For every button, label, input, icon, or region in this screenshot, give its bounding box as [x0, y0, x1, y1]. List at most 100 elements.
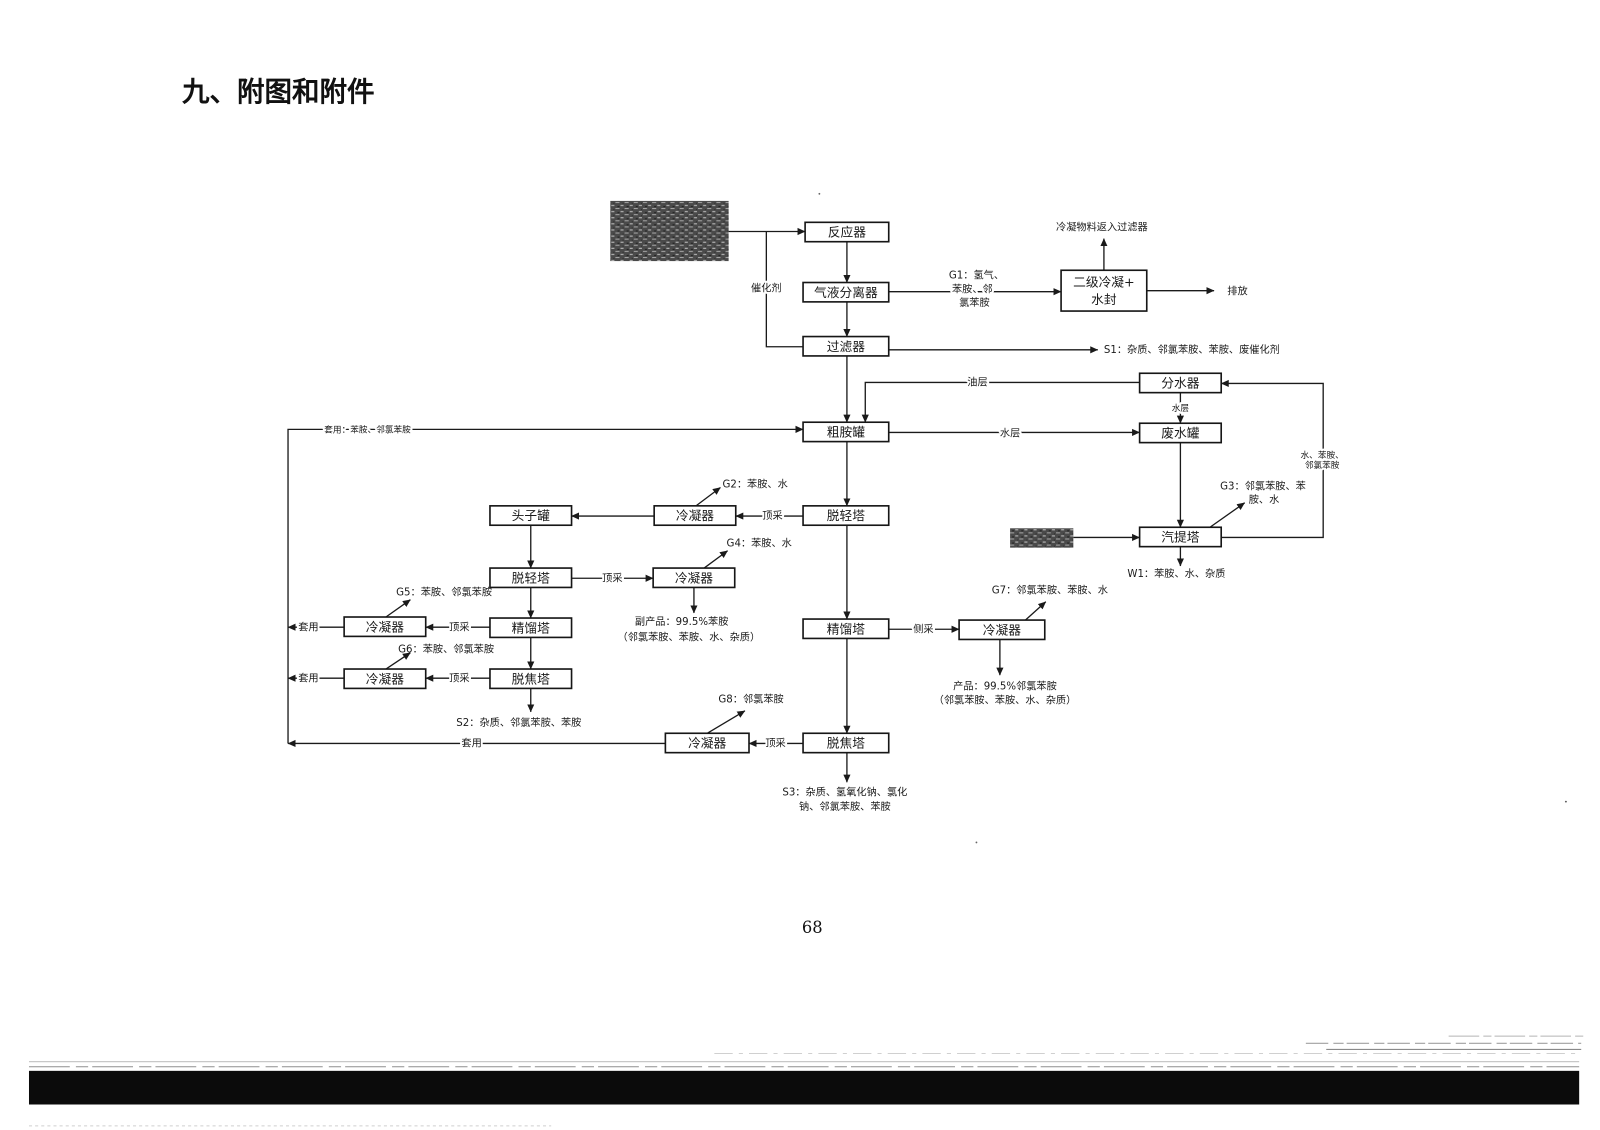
- wastewater-tank-box: [1138, 422, 1223, 444]
- line-catalyst-recycle: [765, 231, 804, 348]
- condenser-recycle-a-label: 冷凝器: [366, 619, 404, 635]
- condenser-top-box: [653, 505, 737, 527]
- node-condenser-top: 冷凝器: [653, 505, 737, 527]
- scan-speck: [975, 841, 978, 844]
- label-g6: G6：苯胺、邻氯苯胺: [398, 643, 494, 656]
- label-g5: G5：苯胺、邻氯苯胺: [396, 586, 492, 599]
- label-recycle-to-crude-tank: 套用：苯胺、邻氯苯胺: [324, 423, 411, 435]
- arrow-recycle-bus-to-crude-tank: [287, 425, 804, 744]
- branch-rectifying-tower-box: [489, 617, 573, 639]
- label-recycle-bottom: 套用: [461, 737, 481, 750]
- label-top-draw-main-light: 顶采: [762, 510, 782, 522]
- label-s1: S1：杂质、邻氯苯胺、苯胺、废催化剂: [1104, 343, 1280, 356]
- label-top-draw-branch-light: 顶采: [602, 572, 622, 584]
- heads-tank-box: [489, 505, 573, 527]
- node-condenser-recycle-a: 冷凝器: [343, 616, 427, 638]
- node-water-separator: 分水器: [1138, 372, 1223, 394]
- separator-label: 气液分离器: [814, 285, 878, 301]
- redacted-feed-block: [610, 200, 729, 262]
- stripper-box: [1138, 526, 1223, 548]
- filter-box: [802, 335, 890, 357]
- condenser-recycle-b-box: [343, 668, 427, 690]
- node-gas-liquid-separator: 气液分离器: [802, 281, 890, 303]
- wastewater-tank-label: 废水罐: [1161, 426, 1199, 442]
- branch-tar-tower-label: 脱焦塔: [512, 672, 550, 687]
- condenser-recycle-b-label: 冷凝器: [366, 671, 404, 687]
- water-separator-label: 分水器: [1161, 377, 1199, 392]
- main-rectifying-tower-label: 精馏塔: [827, 622, 865, 637]
- node-branch-tar-removal-tower: 脱焦塔: [489, 668, 573, 690]
- condenser-recycle-a-box: [343, 616, 427, 638]
- scan-footer-band: [28, 1035, 1584, 1127]
- arrow-condenser-g5: [385, 599, 411, 618]
- label-catalyst: 催化剂: [751, 282, 782, 295]
- label-g4: G4：苯胺、水: [727, 537, 792, 550]
- filter-label: 过滤器: [827, 340, 865, 355]
- main-light-tower-label: 脱轻塔: [827, 509, 865, 524]
- water-separator-box: [1138, 372, 1223, 394]
- label-byproduct-line1: 副产品：99.5%苯胺: [635, 615, 729, 628]
- label-g3-line1: G3：邻氯苯胺、苯: [1220, 480, 1306, 493]
- connectors: [287, 227, 1324, 783]
- node-main-light-removal-tower: 脱轻塔: [802, 505, 890, 527]
- condenser-top-label: 冷凝器: [676, 508, 714, 524]
- arrow-oil-layer-to-crude-tank: [861, 381, 1140, 423]
- branch-tar-tower-box: [489, 668, 573, 690]
- process-flow-diagram: 反应器 气液分离器 过滤器 二级冷凝+ 水封 分水器 粗胺罐 废水罐: [287, 200, 1346, 813]
- condenser-product-box: [958, 619, 1046, 641]
- node-branch-light-removal-tower: 脱轻塔: [489, 567, 573, 589]
- main-light-tower-box: [802, 505, 890, 527]
- scan-black-band: [28, 1070, 1580, 1105]
- node-condenser-product: 冷凝器: [958, 619, 1046, 641]
- label-byproduct-line2: （邻氯苯胺、苯胺、水、杂质）: [618, 630, 761, 643]
- label-g3-line2: 胺、水: [1249, 493, 1280, 506]
- scan-speck: [1564, 800, 1567, 803]
- node-crude-amine-tank: 粗胺罐: [802, 421, 890, 443]
- node-reactor: 反应器: [804, 221, 890, 243]
- branch-rectifying-tower-label: 精馏塔: [512, 621, 550, 636]
- condenser-byproduct-label: 冷凝器: [675, 570, 713, 586]
- condenser-byproduct-box: [652, 567, 736, 589]
- label-g1-line2: 苯胺、邻: [952, 283, 993, 296]
- separator-box: [802, 281, 890, 303]
- label-recycle-b: 套用: [298, 671, 318, 684]
- arrow-condenser-g8: [706, 710, 746, 734]
- condenser-bottom-label: 冷凝器: [688, 736, 726, 752]
- crude-amine-tank-label: 粗胺罐: [827, 425, 865, 440]
- label-recycle-a: 套用: [298, 620, 318, 633]
- label-top-draw-main-tar: 顶采: [765, 738, 785, 750]
- node-condenser-recycle-b: 冷凝器: [343, 668, 427, 690]
- branch-light-tower-box: [489, 567, 573, 589]
- label-discharge: 排放: [1227, 285, 1247, 298]
- node-main-rectifying-tower: 精馏塔: [802, 618, 890, 640]
- condenser-product-label: 冷凝器: [983, 622, 1021, 638]
- main-tar-tower-box: [802, 732, 890, 754]
- label-product-line2: （邻氯苯胺、苯胺、水、杂质）: [934, 694, 1077, 707]
- arrow-stripper-g3: [1209, 502, 1246, 528]
- node-two-stage-condenser: 二级冷凝+ 水封: [1060, 269, 1148, 312]
- node-main-tar-removal-tower: 脱焦塔: [802, 732, 890, 754]
- node-branch-rectifying-tower: 精馏塔: [489, 617, 573, 639]
- node-wastewater-tank: 废水罐: [1138, 422, 1223, 444]
- node-heads-tank: 头子罐: [489, 505, 573, 527]
- label-top-draw-branch-tar: 顶采: [449, 672, 469, 684]
- branch-light-tower-label: 脱轻塔: [512, 571, 550, 586]
- label-water-layer-to-tank: 水层: [1000, 427, 1020, 439]
- label-g1-line3: 氯苯胺: [959, 296, 990, 309]
- label-s2: S2：杂质、邻氯苯胺、苯胺: [456, 716, 581, 729]
- label-stripper-return-line1: 水、苯胺、: [1301, 449, 1344, 461]
- two-stage-condenser-box: [1060, 269, 1148, 312]
- label-product-line1: 产品：99.5%邻氯苯胺: [953, 679, 1057, 692]
- label-stripper-return-line2: 邻氯苯胺: [1305, 459, 1340, 471]
- scan-speck: [818, 192, 821, 195]
- node-condenser-bottom: 冷凝器: [664, 732, 750, 754]
- arrow-condenser-g2: [695, 486, 721, 507]
- label-condensate-return: 冷凝物料返入过滤器: [1056, 220, 1148, 233]
- label-w1: W1：苯胺、水、杂质: [1127, 567, 1225, 580]
- label-g8: G8：邻氯苯胺: [718, 693, 783, 706]
- label-g1-line1: G1：氢气、: [949, 268, 1004, 281]
- reactor-box: [804, 221, 890, 243]
- label-water-layer-from-separator: 水层: [1172, 402, 1190, 414]
- label-s3-line1: S3：杂质、氢氧化钠、氯化: [782, 785, 907, 798]
